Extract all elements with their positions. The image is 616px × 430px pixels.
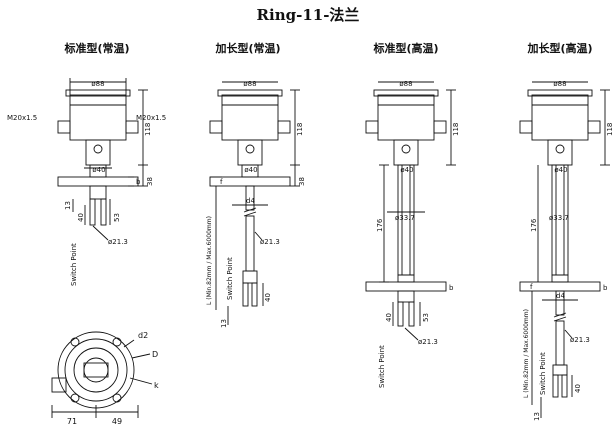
dim-40-v3: 40 bbox=[385, 313, 393, 322]
label-switch-point-v4: Switch Point bbox=[539, 352, 547, 395]
dim-176-v4: 176 bbox=[530, 218, 538, 232]
dim-53-v1: 53 bbox=[113, 213, 121, 222]
label-m20-right-v1: M20x1.5 bbox=[136, 114, 166, 122]
view-extended-hightemp bbox=[519, 81, 610, 418]
view-heading-extended-normal: 加长型(常温) bbox=[215, 42, 281, 55]
dim-53-v3: 53 bbox=[422, 313, 430, 322]
dim-40-v2: 40 bbox=[264, 293, 272, 302]
dim-d88-v3: ø88 bbox=[399, 80, 412, 88]
fork-tine-left bbox=[89, 198, 96, 226]
dim-d40-v1: ø40 bbox=[92, 166, 105, 174]
view-standard-hightemp bbox=[365, 81, 456, 341]
dim-b-v3: b bbox=[449, 284, 454, 292]
page-title: Ring-11-法兰 bbox=[256, 6, 360, 24]
dim-d88-v4: ø88 bbox=[553, 80, 566, 88]
top-cable-gland bbox=[51, 377, 67, 393]
dim-d40-v4: ø40 bbox=[554, 166, 567, 174]
label-switch-point-v1: Switch Point bbox=[70, 243, 78, 286]
dim-71: 71 bbox=[67, 417, 77, 426]
dim-f-v4: f bbox=[530, 283, 533, 291]
dim-38-v1: 38 bbox=[146, 177, 154, 186]
label-switch-point-v3: Switch Point bbox=[378, 345, 386, 388]
dim-176-v3: 176 bbox=[376, 218, 384, 232]
dim-118-v2: 118 bbox=[296, 123, 304, 136]
view-heading-standard-normal: 标准型(常温) bbox=[64, 42, 130, 55]
dim-f-v2: f bbox=[220, 178, 223, 186]
dim-13-v2: 13 bbox=[220, 319, 228, 328]
dim-13-v1: 13 bbox=[64, 201, 72, 210]
flange bbox=[57, 176, 139, 187]
dim-d33-v4: ø33.7 bbox=[549, 214, 569, 222]
cable-gland-right bbox=[125, 120, 139, 134]
dim-40-v4: 40 bbox=[574, 384, 582, 393]
label-d2: d2 bbox=[138, 331, 148, 340]
fork-tine-right bbox=[100, 198, 107, 226]
dim-d4-v2: d4 bbox=[246, 197, 255, 205]
dim-d4-v4: d4 bbox=[556, 292, 565, 300]
flange-outline bbox=[57, 331, 135, 409]
dim-118-v3: 118 bbox=[452, 123, 460, 136]
dim-40-v1: 40 bbox=[77, 213, 85, 222]
label-switch-point-v2: Switch Point bbox=[226, 257, 234, 300]
dim-d33-v3: ø33.7 bbox=[395, 214, 415, 222]
cable-gland-left bbox=[57, 120, 71, 134]
dim-d88-v2: ø88 bbox=[243, 80, 256, 88]
dim-49: 49 bbox=[112, 417, 122, 426]
housing bbox=[69, 94, 127, 141]
led-indicator bbox=[93, 144, 103, 154]
dim-d21-v2: ø21.3 bbox=[260, 238, 280, 246]
label-k: k bbox=[154, 381, 159, 390]
dim-d40-v2: ø40 bbox=[244, 166, 257, 174]
view-heading-standard-hightemp: 标准型(高温) bbox=[373, 42, 439, 55]
dim-13-v4: 13 bbox=[533, 412, 541, 421]
dim-118-v4: 118 bbox=[606, 123, 614, 136]
dim-d40-v3: ø40 bbox=[400, 166, 413, 174]
dim-d88-v1: ø88 bbox=[91, 80, 104, 88]
dim-lmin-v4: L (Min.82mm / Max.6000mm) bbox=[523, 309, 530, 398]
view-extended-normal bbox=[209, 81, 300, 325]
view-top bbox=[51, 331, 153, 418]
label-m20-left-v1: M20x1.5 bbox=[7, 114, 37, 122]
dim-lmin-v2: L (Min.82mm / Max.6000mm) bbox=[206, 216, 213, 305]
label-D: D bbox=[152, 350, 158, 359]
dim-38-v2: 38 bbox=[298, 177, 306, 186]
view-heading-extended-hightemp: 加长型(高温) bbox=[527, 42, 593, 55]
dim-118-v1: 118 bbox=[144, 123, 152, 136]
housing-lid bbox=[65, 89, 131, 97]
dim-d21-v4: ø21.3 bbox=[570, 336, 590, 344]
dim-b-v4: b bbox=[603, 284, 608, 292]
dim-b-v1: b bbox=[136, 178, 141, 186]
view-standard-normal bbox=[57, 78, 148, 241]
dim-d21-v3: ø21.3 bbox=[418, 338, 438, 346]
dim-d21-v1: ø21.3 bbox=[108, 238, 128, 246]
